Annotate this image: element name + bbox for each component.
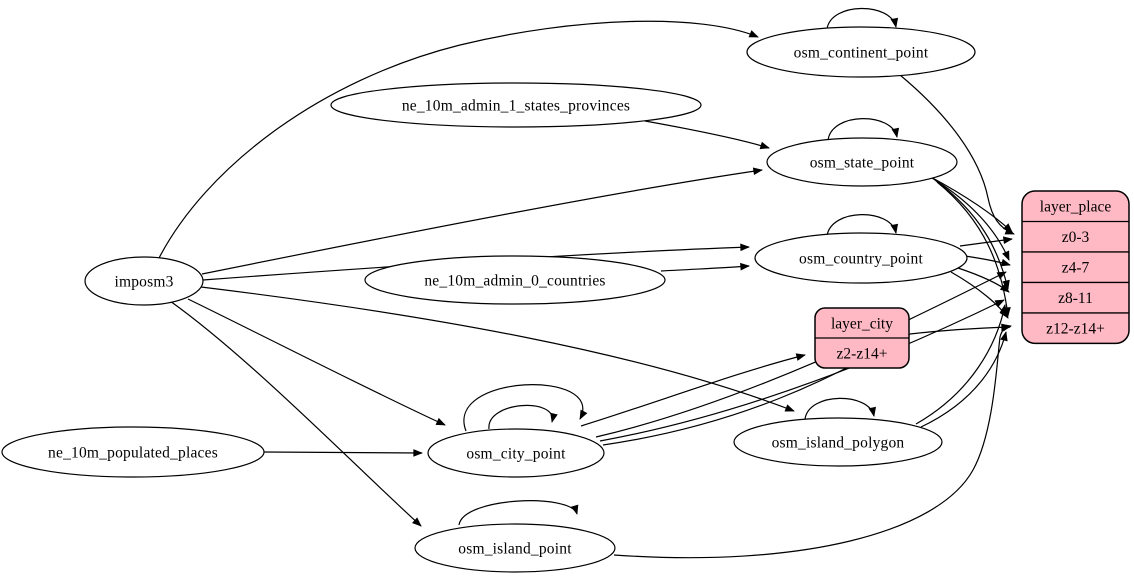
node-osm_continent_point: osm_continent_point bbox=[746, 26, 976, 78]
osm_island_point-label: osm_island_point bbox=[458, 541, 572, 558]
osm_island_polygon-ellipse bbox=[733, 417, 943, 467]
osm_continent_point-label: osm_continent_point bbox=[794, 45, 929, 62]
layer_place-title: layer_place bbox=[1040, 199, 1112, 216]
edge-osm_island_polygon-to-layer_place-z12-z14+ bbox=[920, 331, 1008, 428]
edge-osm_island_polygon-to-osm_island_polygon bbox=[804, 397, 876, 420]
edge-osm_state_point-to-osm_state_point bbox=[827, 118, 900, 141]
edge-osm_country_point-to-layer_place-z12-z14+ bbox=[950, 271, 1009, 319]
edge-osm_island_point-to-layer_place-z12-z14+ bbox=[613, 323, 1012, 559]
node-layer_place: layer_place z0-3 z4-7 z8-11 z12-z14+ bbox=[1021, 190, 1130, 345]
node-ne_10m_admin_1_states_provinces: ne_10m_admin_1_states_provinces bbox=[330, 82, 702, 128]
edge-osm_city_point-to-osm_city_point bbox=[488, 404, 558, 430]
edge-osm_continent_point-to-layer_place-z0-3 bbox=[899, 74, 1015, 235]
edge-ne_10m_admin_0_countries-to-osm_country_point bbox=[660, 262, 750, 272]
osm_country_point-label: osm_country_point bbox=[799, 251, 923, 268]
layer_place-row-z4-7: z4-7 bbox=[1062, 260, 1090, 277]
ne_10m_admin_1_states_provinces-ellipse bbox=[330, 82, 702, 128]
node-osm_city_point: osm_city_point bbox=[427, 428, 605, 478]
layer_place-row-z8-11: z8-11 bbox=[1058, 290, 1093, 307]
nodes-layer: imposm3 ne_10m_admin_1_states_provincesne… bbox=[1, 26, 1130, 573]
imposm3-label: imposm3 bbox=[114, 274, 173, 291]
osm_country_point-ellipse bbox=[754, 232, 968, 284]
ne_10m_admin_1_states_provinces-label: ne_10m_admin_1_states_provinces bbox=[402, 98, 630, 115]
edge-imposm3-to-osm_island_polygon bbox=[200, 286, 795, 412]
node-osm_state_point: osm_state_point bbox=[766, 137, 958, 187]
node-ne_10m_populated_places: ne_10m_populated_places bbox=[1, 426, 265, 478]
edge-osm_island_polygon-to-layer_place-z8-11 bbox=[915, 304, 1008, 425]
edge-imposm3-to-osm_state_point bbox=[201, 167, 763, 275]
edge-osm_city_point-to-osm_city_point bbox=[463, 384, 588, 432]
osm_continent_point-ellipse bbox=[746, 26, 976, 78]
layer_place-box bbox=[1021, 190, 1130, 345]
edge-osm_country_point-to-layer_place-z0-3 bbox=[959, 236, 1013, 247]
edge-imposm3-to-osm_city_point bbox=[187, 298, 446, 426]
edge-osm_island_point-to-osm_island_point bbox=[458, 500, 579, 526]
edge-ne_10m_admin_1_states_provinces-to-osm_state_point bbox=[644, 120, 770, 150]
edge-osm_city_point-to-layer_place-z4-7 bbox=[595, 271, 1007, 438]
osm_island_point-ellipse bbox=[414, 523, 616, 573]
edge-osm_state_point-to-layer_place-z12-z14+ bbox=[936, 181, 1011, 317]
edge-imposm3-to-osm_island_point bbox=[169, 300, 422, 527]
osm_state_point-label: osm_state_point bbox=[810, 155, 915, 172]
edge-imposm3-to-osm_continent_point bbox=[157, 20, 759, 261]
ne_10m_admin_0_countries-ellipse bbox=[364, 255, 666, 305]
edge-osm_state_point-to-layer_place-z0-3 bbox=[928, 175, 1013, 233]
ne_10m_populated_places-label: ne_10m_populated_places bbox=[48, 445, 218, 462]
edge-osm_country_point-to-layer_place-z4-7 bbox=[964, 255, 1011, 267]
imposm3-ellipse bbox=[84, 256, 204, 306]
edge-osm_city_point-to-layer_city-z2-z14+ bbox=[580, 353, 806, 427]
layer_place-row-z12-z14+: z12-z14+ bbox=[1046, 321, 1105, 338]
ne_10m_admin_0_countries-label: ne_10m_admin_0_countries bbox=[424, 273, 605, 290]
layer_city-row-z2-z14+: z2-z14+ bbox=[837, 346, 888, 363]
osm_city_point-label: osm_city_point bbox=[466, 446, 566, 463]
layer_city-title: layer_city bbox=[831, 316, 893, 333]
osm_island_polygon-label: osm_island_polygon bbox=[772, 435, 905, 452]
edge-osm_country_point-to-osm_country_point bbox=[826, 214, 899, 237]
edges-layer bbox=[157, 7, 1015, 559]
ne_10m_populated_places-ellipse bbox=[1, 426, 265, 478]
node-osm_island_point: osm_island_point bbox=[414, 523, 616, 573]
edge-osm_state_point-to-layer_place-z4-7 bbox=[931, 177, 1010, 261]
node-layer_city: layer_city z2-z14+ bbox=[814, 307, 910, 369]
osm_city_point-ellipse bbox=[427, 428, 605, 478]
node-osm_country_point: osm_country_point bbox=[754, 232, 968, 284]
edge-osm_continent_point-to-osm_continent_point bbox=[826, 7, 899, 30]
node-osm_island_polygon: osm_island_polygon bbox=[733, 417, 943, 467]
node-ne_10m_admin_0_countries: ne_10m_admin_0_countries bbox=[364, 255, 666, 305]
node-imposm3: imposm3 bbox=[84, 256, 204, 306]
layer_place-row-z0-3: z0-3 bbox=[1062, 229, 1090, 246]
osm_state_point-ellipse bbox=[766, 137, 958, 187]
